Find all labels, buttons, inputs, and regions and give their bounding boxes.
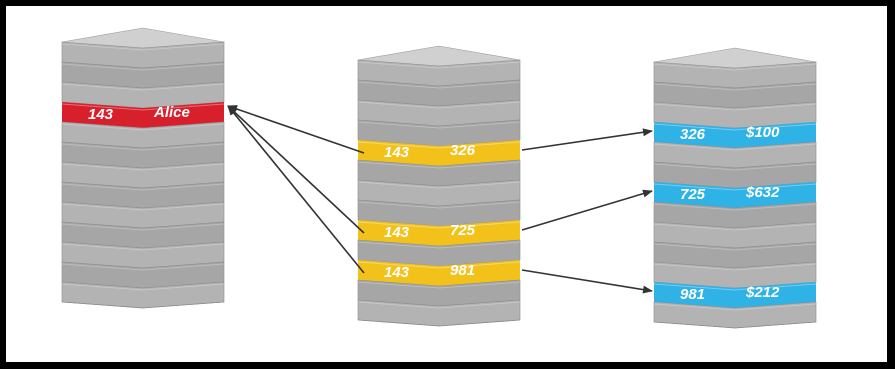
purchases-row-cell: $100 — [745, 124, 780, 141]
orders-slab-highlight-line — [357, 301, 521, 309]
users-slab-highlight-line — [61, 143, 225, 151]
purchases-slab-highlight-line — [653, 263, 817, 271]
orders-row-cell: 143 — [384, 144, 410, 161]
orders-slab-highlight-line — [357, 181, 521, 189]
users-slab-highlight-line — [61, 123, 225, 131]
relationship-arrow — [227, 105, 365, 274]
purchases-slab-highlight-line — [653, 123, 817, 131]
orders-row-cell: 981 — [450, 262, 475, 279]
users-slab-highlight-line — [61, 243, 225, 251]
purchases-slab-highlight-line — [653, 243, 817, 251]
purchases-slab-highlight-line — [653, 183, 817, 191]
orders-slab-highlight-line — [357, 241, 521, 249]
users-slab-highlight-line — [61, 63, 225, 71]
orders-record-slab — [358, 140, 520, 166]
diagram-canvas: 143 Alice 143 326 143 725 143 981 326 $100 725 $632… — [6, 6, 887, 362]
orders-slab-highlight-line — [357, 61, 521, 69]
orders-slab-highlight-line — [357, 221, 521, 229]
users-slab-highlight-line — [61, 203, 225, 211]
purchases-record-slab — [654, 122, 816, 148]
orders-slab-highlight-line — [357, 161, 521, 169]
relationship-arrow — [521, 189, 653, 231]
orders-stack-base — [357, 319, 521, 327]
orders-slab-highlight-line — [357, 261, 521, 269]
purchases-row-cell: 326 — [680, 126, 706, 143]
orders-row-cell: 143 — [384, 264, 410, 281]
relationship-arrow — [227, 105, 365, 234]
orders-record-slab — [358, 220, 520, 246]
users-record-slab — [62, 102, 224, 128]
purchases-slab-highlight-line — [653, 223, 817, 231]
orders-record-slab — [358, 260, 520, 286]
database-diagram: 143 Alice 143 326 143 725 143 981 326 $100 725 $632… — [61, 27, 817, 329]
purchases-record-slab — [654, 182, 816, 208]
users-slab-highlight-line — [61, 83, 225, 91]
orders-row-cell: 326 — [450, 142, 476, 159]
users-stack-base — [61, 301, 225, 309]
purchases-row-cell: 725 — [680, 186, 706, 203]
purchases-slab-highlight-line — [653, 163, 817, 171]
orders-slab-highlight-line — [357, 141, 521, 149]
users-slab-highlight-line — [61, 183, 225, 191]
server-stacks: 143 Alice 143 326 143 725 143 981 326 $100 725 $632… — [61, 27, 817, 329]
relationship-arrow — [521, 269, 653, 294]
users-slab-highlight-line — [61, 43, 225, 51]
purchases-stack: 326 $100 725 $632 981 $212 — [653, 47, 817, 329]
users-row-cell: 143 — [88, 106, 114, 123]
users-stack: 143 Alice — [61, 27, 225, 309]
relationship-arrows — [227, 105, 653, 294]
orders-slab-highlight-line — [357, 121, 521, 129]
orders-row-cell: 143 — [384, 224, 410, 241]
users-slab-highlight-line — [61, 263, 225, 271]
orders-slab-highlight-line — [357, 281, 521, 289]
purchases-record-slab — [654, 282, 816, 308]
purchases-row-cell: $632 — [745, 184, 780, 201]
users-slab-highlight-line — [61, 103, 225, 111]
orders-stack: 143 326 143 725 143 981 — [357, 45, 521, 327]
users-slab-highlight-line — [61, 223, 225, 231]
orders-slab-highlight-line — [357, 201, 521, 209]
purchases-slab-highlight-line — [653, 103, 817, 111]
users-slab-highlight-line — [61, 163, 225, 171]
purchases-slab-highlight-line — [653, 283, 817, 291]
purchases-row-cell: 981 — [680, 286, 705, 303]
purchases-slab-highlight-line — [653, 303, 817, 311]
orders-row-cell: 725 — [450, 222, 476, 239]
relationship-arrow — [227, 105, 365, 154]
purchases-slab-highlight-line — [653, 143, 817, 151]
purchases-slab-highlight-line — [653, 203, 817, 211]
purchases-stack-base — [653, 321, 817, 329]
users-slab-highlight-line — [61, 283, 225, 291]
purchases-row-cell: $212 — [745, 284, 780, 301]
purchases-slab-highlight-line — [653, 63, 817, 71]
users-row-cell: Alice — [153, 104, 190, 121]
purchases-slab-highlight-line — [653, 83, 817, 91]
orders-slab-highlight-line — [357, 101, 521, 109]
orders-slab-highlight-line — [357, 81, 521, 89]
relationship-arrow — [521, 128, 653, 151]
